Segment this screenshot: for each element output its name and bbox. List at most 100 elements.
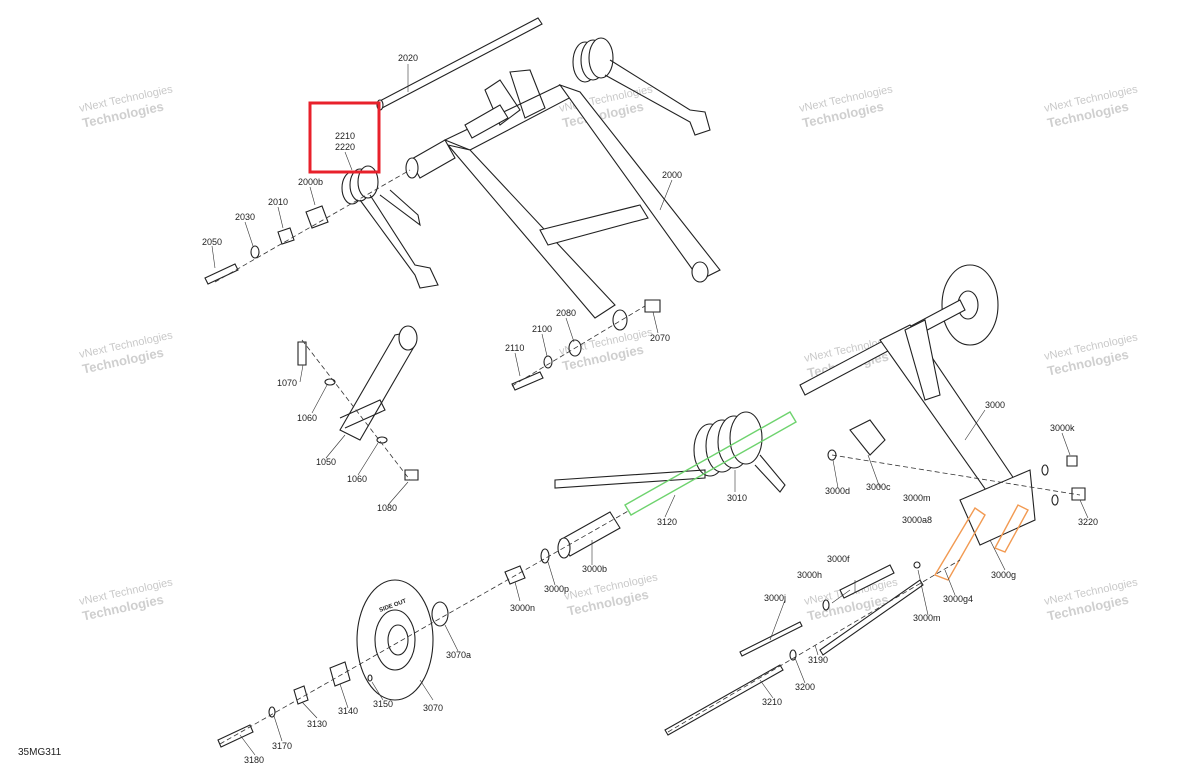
label-2070[interactable]: 2070	[650, 333, 670, 343]
tube-3190[interactable]	[819, 579, 924, 656]
label-3140[interactable]: 3140	[338, 706, 358, 716]
label-3000n[interactable]: 3000n	[510, 603, 535, 613]
wheel-upper[interactable]	[941, 264, 999, 346]
label-1060a[interactable]: 1060	[297, 413, 317, 423]
label-3070[interactable]: 3070	[423, 703, 443, 713]
bracket-foot	[339, 399, 386, 429]
label-1070[interactable]: 1070	[277, 378, 297, 388]
label-3220[interactable]: 3220	[1078, 517, 1098, 527]
bracket-eye	[398, 325, 418, 351]
bolt-2050[interactable]	[204, 263, 239, 285]
washer-3000m[interactable]	[913, 561, 921, 569]
frame-arm-right	[558, 83, 721, 281]
label-3130[interactable]: 3130	[307, 719, 327, 729]
label-2020[interactable]: 2020	[398, 53, 418, 63]
label-3000m-2[interactable]: 3000m	[913, 613, 941, 623]
frame-bracket-2	[509, 69, 546, 119]
bolt-3210[interactable]	[664, 664, 784, 736]
part-labels: 2020 2210 2220 2000b 2010 2030 2050 2000…	[18, 53, 1098, 765]
label-3000d[interactable]: 3000d	[825, 486, 850, 496]
label-3150[interactable]: 3150	[373, 699, 393, 709]
bushing-2000b[interactable]	[305, 205, 329, 229]
wheel-3070[interactable]: SIDE OUT	[356, 579, 434, 701]
label-3000p[interactable]: 3000p	[544, 584, 569, 594]
bushing-3000n[interactable]	[504, 565, 526, 585]
diagram-code: 35MG311	[18, 747, 62, 758]
label-2010[interactable]: 2010	[268, 197, 288, 207]
bolt-1070[interactable]	[297, 341, 307, 366]
label-3000f[interactable]: 3000f	[827, 554, 850, 564]
label-2030[interactable]: 2030	[235, 212, 255, 222]
axis-line-6	[667, 559, 961, 733]
label-3000[interactable]: 3000	[985, 400, 1005, 410]
label-3190[interactable]: 3190	[808, 655, 828, 665]
nut-3000k[interactable]	[1066, 455, 1078, 467]
frame-brace	[539, 204, 649, 246]
ring-3000p[interactable]	[540, 548, 550, 564]
label-3170[interactable]: 3170	[272, 741, 292, 751]
rear-arm-assembly: SIDE OUT	[217, 264, 1086, 748]
bushing-2070[interactable]	[644, 299, 661, 313]
bolt-2110[interactable]	[511, 371, 544, 391]
axis-line-2	[511, 305, 646, 387]
washer-3170[interactable]	[268, 706, 276, 718]
label-1080[interactable]: 1080	[377, 503, 397, 513]
label-2000[interactable]: 2000	[662, 170, 682, 180]
label-2100[interactable]: 2100	[532, 324, 552, 334]
label-3000g4[interactable]: 3000g4	[943, 594, 973, 604]
frame-eye-right	[691, 261, 709, 283]
label-1060b[interactable]: 1060	[347, 474, 367, 484]
label-3000g[interactable]: 3000g	[991, 570, 1016, 580]
spring-2210[interactable]	[341, 165, 439, 289]
bushing-3140[interactable]	[329, 661, 351, 687]
label-3000j[interactable]: 3000j	[764, 593, 786, 603]
label-3210[interactable]: 3210	[762, 697, 782, 707]
arm-3000-top	[904, 319, 941, 401]
label-2220[interactable]: 2220	[335, 142, 355, 152]
shaft-3120[interactable]	[624, 411, 797, 516]
label-2110[interactable]: 2110	[505, 343, 524, 353]
washer-3000h[interactable]	[822, 599, 830, 611]
screw-3150[interactable]	[367, 674, 373, 682]
washer-b	[1051, 494, 1059, 506]
axis-line-3	[301, 339, 411, 481]
tube-upper	[464, 104, 509, 139]
label-2000b[interactable]: 2000b	[298, 177, 323, 187]
axis-line-4	[219, 509, 631, 745]
label-3000a8[interactable]: 3000a8	[902, 515, 932, 525]
plate-3000g[interactable]	[933, 506, 986, 581]
label-2080[interactable]: 2080	[556, 308, 576, 318]
label-3180[interactable]: 3180	[244, 755, 264, 765]
washer-1060a[interactable]	[324, 378, 336, 386]
tube-end	[405, 157, 419, 179]
bolt-3180[interactable]	[217, 724, 254, 748]
leader-lines	[211, 64, 1089, 756]
label-3000k[interactable]: 3000k	[1050, 423, 1075, 433]
label-1050[interactable]: 1050	[316, 457, 336, 467]
label-3000m-1[interactable]: 3000m	[903, 493, 931, 503]
washer-2100[interactable]	[543, 355, 553, 369]
label-2050[interactable]: 2050	[202, 237, 222, 247]
frame-arm-left	[446, 144, 616, 319]
nut-3220[interactable]	[1071, 487, 1086, 501]
label-2210[interactable]: 2210	[335, 131, 355, 141]
spring-right[interactable]	[572, 37, 711, 136]
label-3200[interactable]: 3200	[795, 682, 815, 692]
label-3000b[interactable]: 3000b	[582, 564, 607, 574]
bracket-assembly-1050	[297, 325, 419, 481]
washer-a	[1041, 464, 1049, 476]
bolt-3000j[interactable]	[739, 621, 803, 657]
label-3120[interactable]: 3120	[657, 517, 677, 527]
bushing-2010[interactable]	[277, 227, 295, 245]
nut-1080[interactable]	[404, 469, 419, 481]
washer-1060b[interactable]	[376, 436, 388, 444]
bracket-3000c[interactable]	[849, 419, 886, 456]
label-3010[interactable]: 3010	[727, 493, 747, 503]
label-3000c[interactable]: 3000c	[866, 482, 891, 492]
axis-line-1	[214, 169, 411, 283]
washer-2030[interactable]	[250, 245, 260, 259]
bearing-3070a[interactable]	[431, 601, 449, 627]
label-3070a[interactable]: 3070a	[446, 650, 471, 660]
label-3000h[interactable]: 3000h	[797, 570, 822, 580]
